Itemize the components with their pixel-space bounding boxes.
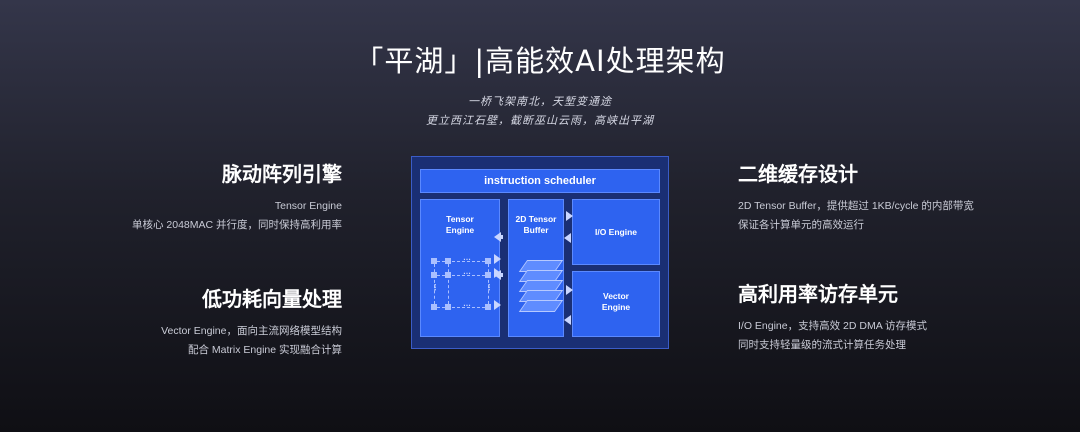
- arrow-right-icon: [566, 211, 573, 221]
- instruction-scheduler-block: instruction scheduler: [420, 169, 660, 193]
- feature-desc-line-1: Vector Engine，面向主流网络模型结构: [161, 325, 342, 337]
- arrow-left-icon: [564, 233, 571, 243]
- feature-desc-line-1: I/O Engine，支持高效 2D DMA 访存模式: [738, 320, 928, 332]
- feature-desc-line-2: 保证各计算单元的高效运行: [738, 219, 864, 231]
- pe-node: [431, 258, 437, 264]
- ellipsis-icon: ⋮: [431, 283, 439, 292]
- tensor-buffer-label-2: Buffer: [523, 225, 549, 235]
- feature-heading: 脉动阵列引擎: [222, 162, 342, 186]
- feature-desc-line-1: 2D Tensor Buffer，提供超过 1KB/cycle 的内部带宽: [738, 200, 974, 212]
- feature-heading: 高利用率访存单元: [738, 282, 898, 306]
- pe-link: [448, 264, 449, 304]
- pe-link: [488, 264, 489, 304]
- feature-desc-line-2: 配合 Matrix Engine 实现融合计算: [187, 344, 342, 356]
- feature-vector-engine: 低功耗向量处理 Vector Engine，面向主流网络模型结构 配合 Matr…: [12, 283, 342, 360]
- pe-link: [437, 275, 485, 276]
- ellipsis-icon: …: [463, 253, 471, 262]
- tensor-engine-label-2: Engine: [445, 225, 475, 235]
- arrow-stem: [500, 235, 503, 239]
- arrow-right-icon: [494, 300, 501, 310]
- arrow-stem: [500, 273, 503, 277]
- tensor-engine-label-1: Tensor: [446, 214, 474, 224]
- pe-node: [431, 304, 437, 310]
- ellipsis-icon: …: [463, 267, 471, 276]
- arrow-left-icon: [564, 315, 571, 325]
- feature-heading: 低功耗向量处理: [202, 287, 342, 311]
- subtitle-line-2: 更立西江石壁，截断巫山云雨，高峡出平湖: [426, 114, 654, 127]
- vector-engine-label-2: Engine: [601, 302, 631, 312]
- pe-node: [485, 304, 491, 310]
- ellipsis-icon: …: [463, 299, 471, 308]
- tensor-buffer-block: 2D Tensor Buffer: [508, 199, 564, 337]
- tensor-buffer-label-1: 2D Tensor: [515, 214, 557, 224]
- subtitle-line-1: 一桥飞架南北，天堑变通途: [468, 95, 612, 108]
- feature-desc-line-2: 同时支持轻量级的流式计算任务处理: [738, 339, 906, 351]
- architecture-diagram: instruction scheduler Tensor Engine … … …: [411, 156, 669, 349]
- vector-engine-label-1: Vector: [603, 291, 629, 301]
- vector-engine-block: Vector Engine: [572, 271, 660, 337]
- feature-io-engine: 高利用率访存单元 I/O Engine，支持高效 2D DMA 访存模式 同时支…: [738, 278, 1058, 355]
- feature-heading: 二维缓存设计: [738, 162, 858, 186]
- buffer-layer-icon: [518, 300, 564, 312]
- arrow-right-icon: [566, 285, 573, 295]
- ellipsis-icon: ⋮: [485, 283, 493, 292]
- feature-desc-line-2: 单核心 2048MAC 并行度，同时保持高利用率: [131, 219, 342, 231]
- arrow-right-icon: [494, 254, 501, 264]
- feature-2d-buffer: 二维缓存设计 2D Tensor Buffer，提供超过 1KB/cycle 的…: [738, 158, 1058, 235]
- feature-desc-line-1: Tensor Engine: [274, 200, 342, 212]
- pe-node: [485, 258, 491, 264]
- pe-link: [434, 264, 435, 304]
- pe-link: [437, 261, 485, 262]
- tensor-engine-block: Tensor Engine … … … ⋮ ⋮: [420, 199, 501, 337]
- pe-link: [437, 307, 485, 308]
- feature-tensor-engine: 脉动阵列引擎 Tensor Engine 单核心 2048MAC 并行度，同时保…: [12, 158, 342, 235]
- arrow-left-icon: [494, 270, 501, 280]
- page-title: 「平湖」|高能效AI处理架构: [354, 44, 726, 78]
- io-engine-block: I/O Engine: [572, 199, 660, 265]
- arrow-left-icon: [494, 232, 501, 242]
